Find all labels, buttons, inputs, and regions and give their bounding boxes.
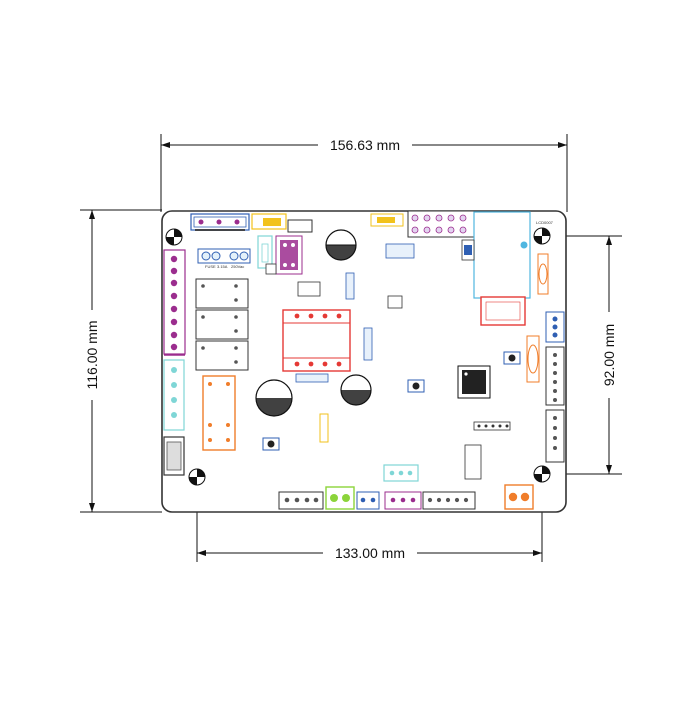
top-width-label: 156.63 mm [330, 137, 400, 153]
fuse-label: FUSE [205, 264, 216, 269]
yellow-header-top [251, 213, 313, 233]
right-hole-dimension: 92.00 mm [545, 235, 622, 475]
left-height-label: 116.00 mm [84, 321, 100, 390]
red-module [480, 296, 526, 326]
bottom-hole-label: 133.00 mm [335, 545, 405, 561]
capacitor-top [325, 229, 357, 261]
voltage-label: 250Vac [231, 264, 244, 269]
mounting-hole-top-left [165, 228, 183, 246]
left-height-dimension: 116.00 mm [80, 209, 162, 513]
relay-stack [195, 278, 249, 371]
fuse-holder: FUSE 3.15A 250Vac [197, 248, 251, 269]
lcd-connector: LCD0007 [461, 211, 554, 299]
bottom-hole-dimension: 133.00 mm [196, 478, 543, 562]
mounting-hole-top-right [533, 227, 551, 245]
microcontroller [457, 365, 491, 399]
capacitor-left [255, 379, 293, 417]
fuse-rating-label: 3.15A [217, 264, 228, 269]
transistors [262, 351, 521, 451]
bottom-connectors [278, 464, 534, 510]
left-cyan-connector [163, 359, 185, 431]
pin-header-top [407, 210, 475, 238]
pin-header-middle [464, 421, 511, 480]
mounting-hole-bottom-left [188, 468, 206, 486]
mounting-hole-bottom-right [533, 465, 551, 483]
cyan-component [257, 235, 273, 269]
right-hole-label: 92.00 mm [601, 324, 617, 386]
top-left-connector [190, 213, 250, 231]
top-width-dimension: 156.63 mm [160, 134, 568, 212]
capacitor-right [340, 374, 372, 406]
lcd-label: LCD0007 [536, 220, 554, 225]
left-gray-connector [163, 436, 185, 476]
orange-relay [202, 375, 236, 451]
small-components [265, 213, 415, 443]
pcb-outline [161, 210, 567, 513]
left-purple-connector [163, 249, 186, 356]
transformer [282, 309, 351, 372]
right-side-components [526, 253, 565, 463]
bridge-rectifier [275, 235, 303, 275]
